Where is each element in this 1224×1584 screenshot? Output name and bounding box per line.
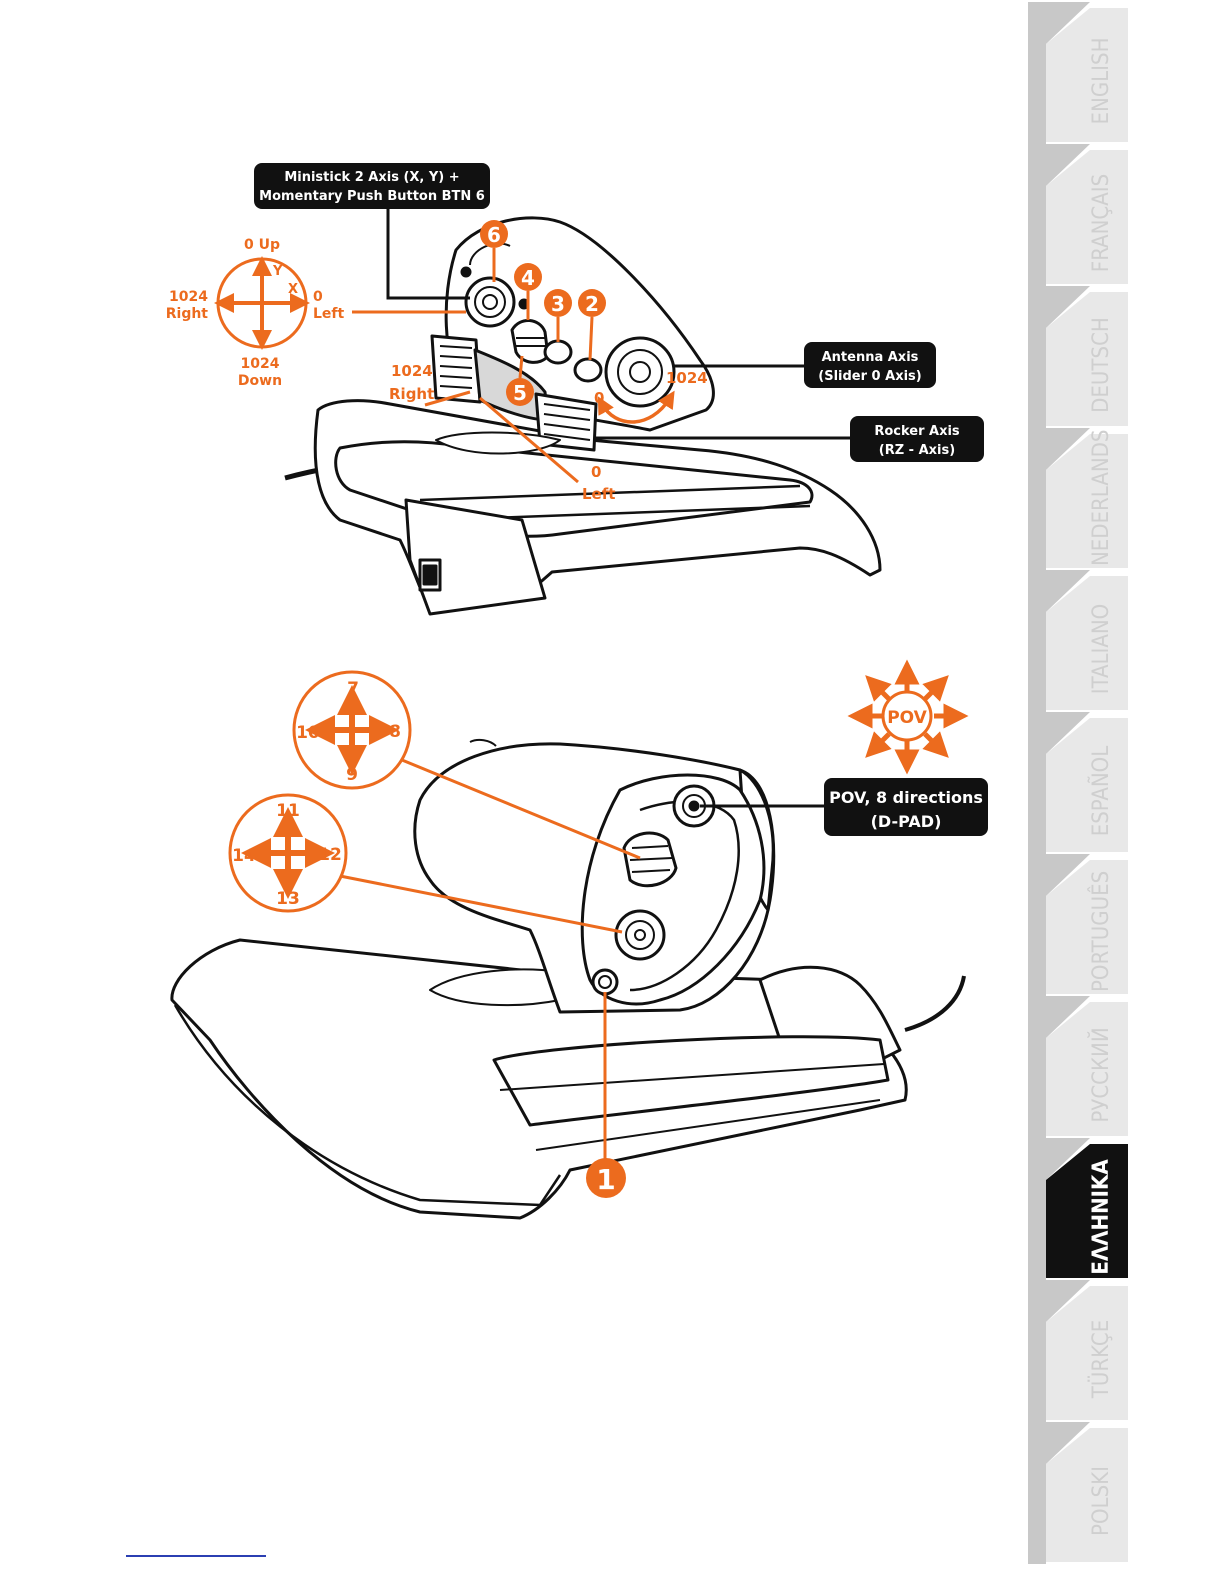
antenna-max-value: 1024 xyxy=(666,369,708,387)
axis-y-label: Y xyxy=(272,264,283,279)
hat-up-7: 7 xyxy=(347,679,359,699)
language-tab-label: DEUTSCH xyxy=(1089,317,1114,413)
axis-left-label: Left xyxy=(313,306,345,322)
axis-down-value: 1024 xyxy=(241,356,280,372)
language-tab-3[interactable]: NEDERLANDS xyxy=(1028,428,1140,570)
language-tab-9[interactable]: TÜRKÇE xyxy=(1028,1280,1140,1422)
svg-text:Rocker Axis: Rocker Axis xyxy=(874,424,960,439)
bottom-throttle-illustration xyxy=(170,738,966,1220)
hat-down-13: 13 xyxy=(276,889,300,909)
pov-label: POV xyxy=(887,708,927,728)
language-tab-label: ΕΛΛΗΝΙΚΑ xyxy=(1089,1159,1114,1275)
antenna-min-value: 0 xyxy=(594,389,604,407)
badge-3: 3 xyxy=(551,292,565,316)
language-tab-0[interactable]: ENGLISH xyxy=(1028,2,1140,144)
language-tab-label: ENGLISH xyxy=(1089,37,1114,125)
svg-text:(RZ - Axis): (RZ - Axis) xyxy=(879,443,955,458)
svg-text:(D-PAD): (D-PAD) xyxy=(871,812,942,831)
rocker-axis-values: 1024 Right 0 Left xyxy=(389,362,615,503)
ministick-axis-diagram: 0 Up Y X 0 Left 1024 Right 1024 Down xyxy=(166,237,345,389)
badge-6: 6 xyxy=(487,223,501,247)
language-tab-7[interactable]: РУССКИЙ xyxy=(1028,996,1140,1138)
ministick-callout: Ministick 2 Axis (X, Y) + Momentary Push… xyxy=(254,163,490,300)
hat-right-12: 12 xyxy=(318,845,342,865)
language-tab-6[interactable]: PORTUGUÊS xyxy=(1028,854,1140,996)
hat-right-8: 8 xyxy=(389,722,401,742)
language-tab-label: РУССКИЙ xyxy=(1089,1027,1114,1123)
language-tab-1[interactable]: FRANÇAIS xyxy=(1028,144,1140,286)
language-tab-label: POLSKI xyxy=(1089,1466,1114,1536)
svg-text:Momentary Push Button BTN 6: Momentary Push Button BTN 6 xyxy=(259,189,485,204)
language-tab-label: ESPAÑOL xyxy=(1089,745,1114,837)
hat-left-14: 14 xyxy=(232,846,256,866)
language-tab-10[interactable]: POLSKI xyxy=(1028,1422,1140,1564)
language-tab-label: ITALIANO xyxy=(1089,603,1114,695)
antenna-arrow xyxy=(597,390,675,424)
pov-callout: POV, 8 directions (D-PAD) xyxy=(700,778,988,836)
button-badges-top: 6 4 3 2 5 xyxy=(480,220,606,406)
badge-1: 1 xyxy=(596,1163,615,1196)
axis-left-value: 0 xyxy=(313,289,323,305)
language-tab-8[interactable]: ΕΛΛΗΝΙΚΑ xyxy=(1028,1138,1140,1280)
rocker-right-label: Right xyxy=(389,385,434,403)
language-tabs: ENGLISH FRANÇAIS DEUTSCH NEDERLANDS ITALIANO… xyxy=(1028,0,1140,1584)
language-tab-label: TÜRKÇE xyxy=(1089,1319,1114,1399)
rocker-callout: Rocker Axis (RZ - Axis) xyxy=(596,416,984,462)
language-tab-label: NEDERLANDS xyxy=(1089,429,1114,566)
button-badge-1: 1 xyxy=(586,992,626,1198)
svg-text:POV, 8 directions: POV, 8 directions xyxy=(829,788,983,807)
svg-text:Ministick 2 Axis (X, Y) +: Ministick 2 Axis (X, Y) + xyxy=(284,170,459,185)
language-tab-label: FRANÇAIS xyxy=(1089,173,1114,273)
language-tab-label: PORTUGUÊS xyxy=(1089,870,1114,992)
badge-2: 2 xyxy=(585,292,599,316)
rocker-left-label: Left xyxy=(582,485,615,503)
badge-4: 4 xyxy=(521,266,535,290)
hat-down-9: 9 xyxy=(346,765,358,785)
axis-x-label: X xyxy=(288,282,298,297)
badge-5: 5 xyxy=(513,381,527,405)
axis-up-label: 0 Up xyxy=(244,237,280,253)
hat-left-10: 10 xyxy=(296,723,320,743)
hat-up-11: 11 xyxy=(276,801,300,821)
axis-down-label: Down xyxy=(238,373,282,389)
language-tab-4[interactable]: ITALIANO xyxy=(1028,570,1140,712)
rocker-left-value: 0 xyxy=(591,463,601,481)
axis-right-value: 1024 xyxy=(169,289,208,305)
language-tab-2[interactable]: DEUTSCH xyxy=(1028,286,1140,428)
svg-text:(Slider 0 Axis): (Slider 0 Axis) xyxy=(818,369,921,384)
svg-text:Antenna Axis: Antenna Axis xyxy=(822,350,919,365)
rocker-right-value: 1024 xyxy=(391,362,433,380)
throttle-diagram: 0 Up Y X 0 Left 1024 Right 1024 Down 102… xyxy=(166,163,988,1220)
hat-diagram-lower: 11 12 13 14 xyxy=(228,793,623,934)
language-tab-5[interactable]: ESPAÑOL xyxy=(1028,712,1140,854)
hat-diagram-upper: 7 8 9 10 xyxy=(292,670,641,860)
pov-directions-icon: POV xyxy=(847,659,969,775)
antenna-callout: Antenna Axis (Slider 0 Axis) xyxy=(674,342,936,388)
footer-link-underline[interactable] xyxy=(126,1555,266,1557)
axis-right-label: Right xyxy=(166,306,209,322)
top-throttle-illustration xyxy=(284,216,882,616)
